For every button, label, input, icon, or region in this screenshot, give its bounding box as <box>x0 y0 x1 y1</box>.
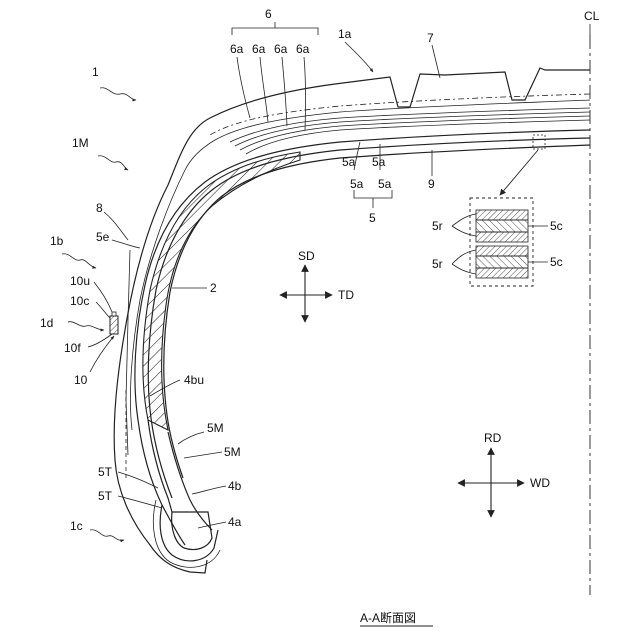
sensor-module <box>110 316 118 334</box>
label-9: 9 <box>428 177 435 191</box>
label-1b: 1b <box>50 234 64 248</box>
label-6a-4: 6a <box>296 42 310 56</box>
label-4a: 4a <box>228 515 242 529</box>
label-1: 1 <box>92 65 99 79</box>
label-5t-1: 5T <box>98 465 113 479</box>
axis-wd: WD <box>530 476 550 490</box>
label-5c-1: 5c <box>550 219 563 233</box>
label-6a-1: 6a <box>230 42 244 56</box>
label-7: 7 <box>427 31 434 45</box>
label-6: 6 <box>265 7 272 21</box>
label-6a-2: 6a <box>252 42 266 56</box>
inner-liner <box>164 145 590 478</box>
rim-line <box>126 250 130 455</box>
label-1a: 1a <box>338 27 352 41</box>
figure-caption: A-A断面図 <box>360 610 416 625</box>
tire-outer-profile <box>114 68 590 573</box>
label-4b: 4b <box>228 479 242 493</box>
sensor-module-cap <box>112 312 116 316</box>
label-cl: CL <box>584 9 600 23</box>
label-5c-2: 5c <box>550 255 563 269</box>
label-1c: 1c <box>70 519 83 533</box>
rd-wd-axes <box>458 448 524 517</box>
label-5t-2: 5T <box>98 489 113 503</box>
label-10u: 10u <box>70 274 90 288</box>
label-5m-2: 5M <box>224 445 241 459</box>
carcass-turnup-2 <box>153 500 220 567</box>
label-5a-1: 5a <box>342 155 356 169</box>
detail-layers <box>476 210 528 278</box>
detail-arrow <box>500 150 538 195</box>
label-5a-4: 5a <box>378 177 392 191</box>
sidewall-reinforcement <box>143 152 300 430</box>
leader-lines <box>62 22 590 540</box>
label-5r-2: 5r <box>432 257 443 271</box>
axis-rd: RD <box>484 431 502 445</box>
carcass-turnup <box>160 505 218 561</box>
tread-base-line <box>185 100 590 170</box>
label-5e: 5e <box>96 230 110 244</box>
sd-td-axes <box>280 265 332 322</box>
label-10: 10 <box>74 373 88 387</box>
label-2: 2 <box>210 281 217 295</box>
label-5r-1: 5r <box>432 219 443 233</box>
label-6a-3: 6a <box>274 42 288 56</box>
axis-td: TD <box>338 288 354 302</box>
label-5a-2: 5a <box>372 155 386 169</box>
label-5: 5 <box>369 211 376 225</box>
label-1d: 1d <box>40 316 53 330</box>
label-10c: 10c <box>70 294 89 308</box>
bead-core <box>172 512 212 550</box>
label-4bu: 4bu <box>184 373 204 387</box>
axis-sd: SD <box>298 249 315 263</box>
bead-filler <box>168 432 212 530</box>
label-8: 8 <box>96 201 103 215</box>
label-10f: 10f <box>64 341 81 355</box>
label-5a-3: 5a <box>350 177 364 191</box>
belt-ply-2 <box>235 112 590 146</box>
label-5m-1: 5M <box>207 421 224 435</box>
label-1m: 1M <box>72 136 89 150</box>
